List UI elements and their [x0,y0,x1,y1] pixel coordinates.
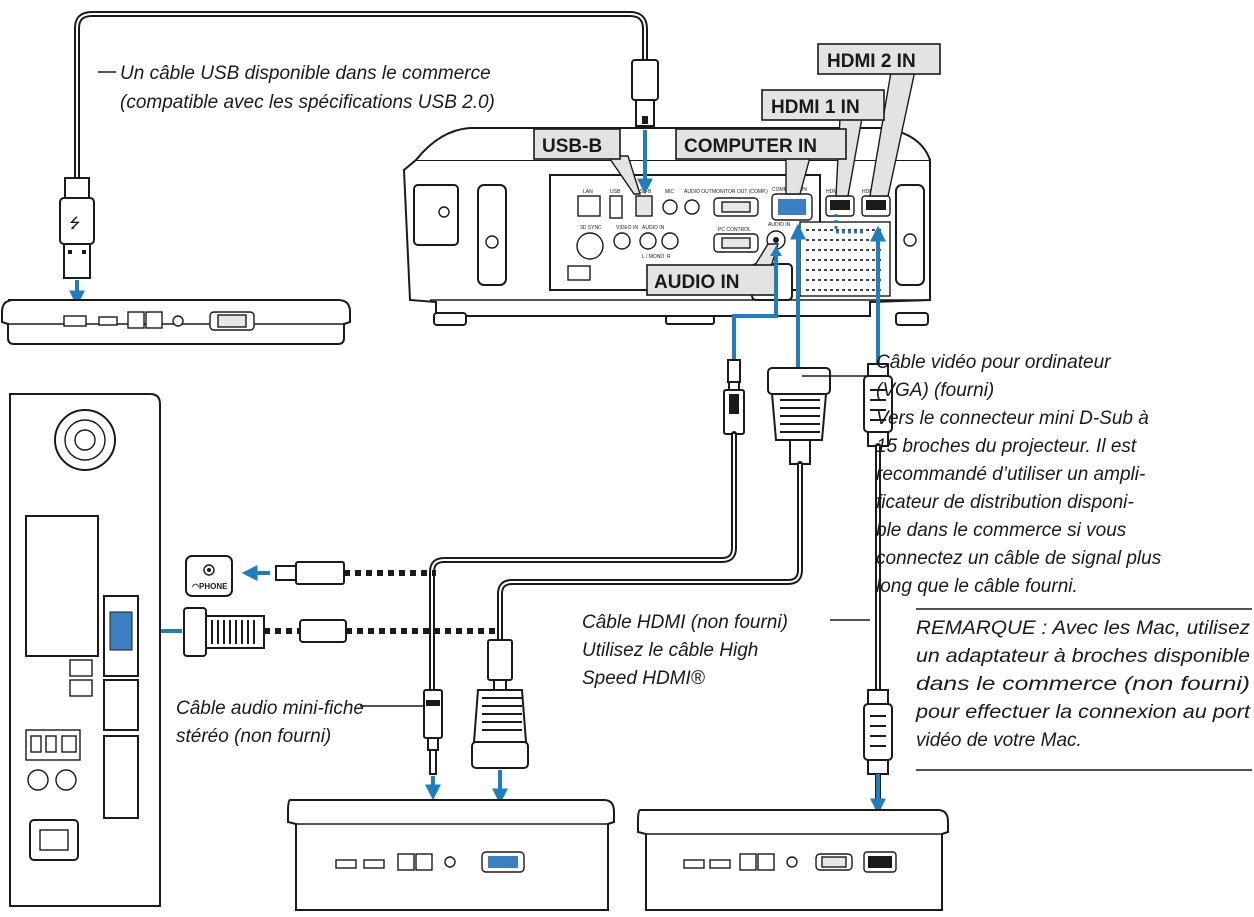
hdmi-cable [863,225,893,895]
usb-caption-line-1: Un câble USB disponible dans le commerce [120,63,491,84]
vga-cable-pc [135,607,500,657]
usb-a-port-icon [609,195,623,219]
svg-text:◠: ◠ [192,582,199,591]
panel-usb-label: USB [610,189,621,195]
usb-b-label: USB-B [542,136,602,157]
vga-caption-line-5: recommandé d’utiliser un ampli- [876,464,1145,485]
lan-port-icon [577,195,601,217]
audio-cable-pc [241,561,436,585]
hdmi1-label: HDMI 1 IN [771,97,860,118]
vga-cable [471,223,831,769]
usb-symbol-icon: ⭍ [69,215,81,231]
usb-b-port-icon [635,195,653,217]
remarque-line-5: vidéo de votre Mac. [916,730,1082,751]
phone-label-pc: PHONE [199,582,228,591]
phone-jack-icon-pc: ◠ PHONE [185,555,233,597]
hdmi-caption-line-3: Speed HDMI® [582,668,705,689]
remarque-note: REMARQUE : Avec les Mac, utilisez un ada… [915,618,1251,751]
vga-caption-line-9: long que le câble fourni. [876,576,1078,597]
panel-audio-out-label: AUDIO OUT [684,189,712,195]
remarque-line-4: pour effectuer la connexion au port [915,702,1251,723]
audio-caption-line-2: stéréo (non fourni) [176,726,331,747]
vga-caption-line-3: Vers le connecteur mini D-Sub à [876,408,1149,429]
computer-in-label: COMPUTER IN [684,136,817,157]
panel-mic-label: MIC [665,189,675,195]
hdmi-caption-line-1: Câble HDMI (non fourni) [582,612,788,633]
panel-monitor-out-label: MONITOR OUT (COMP.) [712,189,768,195]
label-usb-b: USB-B [533,128,641,195]
vga-caption-line-2: (VGA) (fourni) [876,380,994,401]
label-computer-in: COMPUTER IN [675,128,847,195]
laptop-bottom-right [637,809,949,911]
panel-audio-in-lr-label: AUDIO IN [642,225,665,231]
remarque-line-2: un adaptateur à broches disponible [916,646,1250,667]
audio-caption: Câble audio mini-fiche stéréo (non fourn… [176,698,364,747]
panel-l-mono-label: L / MONO [642,254,664,260]
laptop-top-left [0,299,351,345]
vga-caption-line-1: Câble vidéo pour ordinateur [876,352,1111,373]
audio-cable [423,246,782,775]
hdmi2-label: HDMI 2 IN [827,51,916,72]
usb-cable: ⭍ [59,11,659,279]
audio-caption-line-1: Câble audio mini-fiche [176,698,364,719]
panel-r-label: R [667,254,671,260]
desktop-pc [9,393,161,907]
panel-lan-label: LAN [583,189,593,195]
hdmi-cable-lower-plug [863,689,893,775]
usb-caption-line-2: (compatible avec les spécifications USB … [120,92,495,113]
hdmi-caption: Câble HDMI (non fourni) Utilisez le câbl… [582,612,788,689]
panel-video-in-label: VIDEO IN [616,225,638,231]
hdmi-caption-line-2: Utilisez le câble High [582,640,758,661]
panel-3dsync-label: 3D SYNC [580,225,602,231]
laptop-bottom-center [287,799,615,911]
usb-port-icon [63,315,87,327]
remarque-line-1: REMARQUE : Avec les Mac, utilisez [916,618,1251,639]
vga-caption: Câble vidéo pour ordinateur (VGA) (fourn… [876,352,1162,597]
label-hdmi1: HDMI 1 IN [761,89,885,197]
panel-pc-control-label: PC CONTROL [718,227,751,233]
vga-caption-line-7: ble dans le commerce si vous [876,520,1127,541]
label-audio-in: AUDIO IN [646,243,779,296]
label-hdmi2: HDMI 2 IN [817,43,941,197]
audio-in-label: AUDIO IN [654,272,740,293]
remarque-line-3: dans le commerce (non fourni) [916,674,1250,695]
vga-caption-line-8: connectez un câble de signal plus [876,548,1162,569]
panel-audio-in-label: AUDIO IN [768,222,791,228]
vga-caption-line-6: ficateur de distribution disponi- [876,492,1134,513]
vga-caption-line-4: 15 broches du projecteur. Il est [876,436,1137,457]
